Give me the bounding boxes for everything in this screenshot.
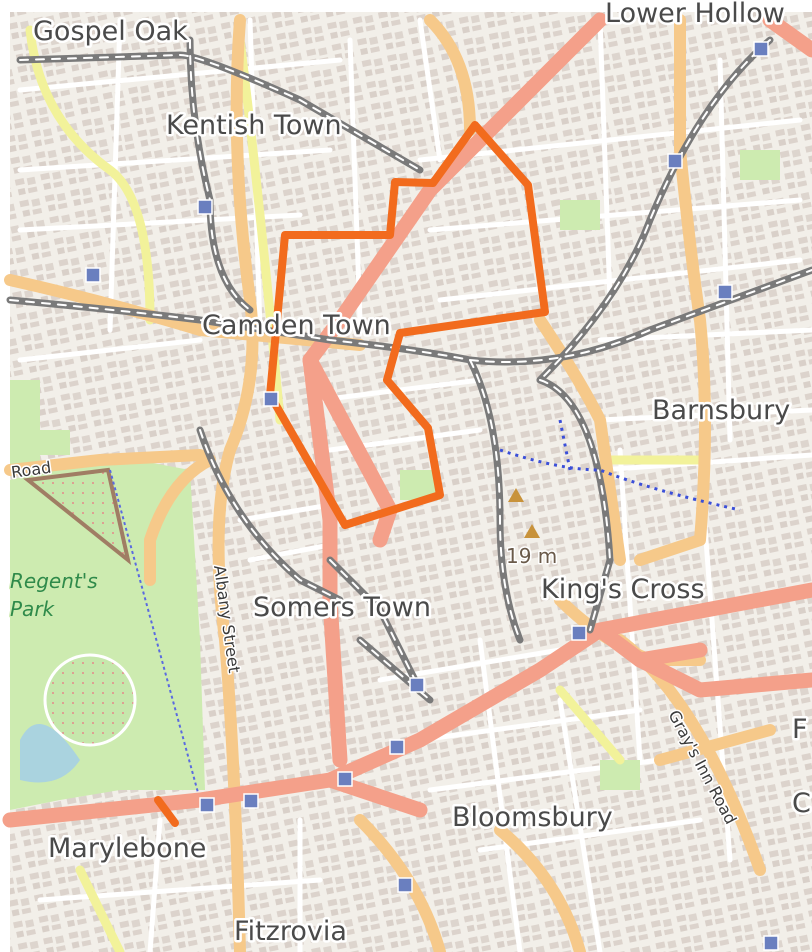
- station-icon[interactable]: [197, 199, 213, 215]
- place-label-kings-cross: King's Cross: [541, 574, 705, 605]
- station-icon[interactable]: [397, 877, 413, 893]
- place-label-lower-holloway: Lower Hollow: [605, 0, 785, 29]
- station-icon[interactable]: [243, 793, 259, 809]
- park-label-line-2: Park: [10, 597, 56, 621]
- place-label-edge-c: C: [792, 788, 811, 819]
- highlighted-route: [266, 121, 549, 529]
- stations: [85, 41, 779, 951]
- place-label-edge-f: F: [792, 714, 808, 745]
- station-icon[interactable]: [753, 41, 769, 57]
- station-icon[interactable]: [763, 935, 779, 951]
- station-icon[interactable]: [85, 267, 101, 283]
- frame-left: [0, 0, 10, 952]
- viewpoint-icon: [508, 488, 524, 502]
- park-label-regents-park: Regent's Park: [10, 569, 104, 621]
- park-label-line-1: Regent's: [10, 569, 98, 593]
- station-icon[interactable]: [409, 677, 425, 693]
- station-icon[interactable]: [263, 391, 279, 407]
- canal-path-2: [558, 419, 572, 471]
- park-triangle: [23, 467, 132, 566]
- station-icon[interactable]: [571, 625, 587, 641]
- place-label-bloomsbury: Bloomsbury: [452, 802, 613, 833]
- place-label-gospel-oak: Gospel Oak: [33, 16, 188, 47]
- elevation-label: 19 m: [506, 544, 557, 568]
- station-icon[interactable]: [337, 771, 353, 787]
- place-label-barnsbury: Barnsbury: [652, 395, 790, 426]
- route-fragment: [154, 796, 179, 827]
- frame-top: [0, 0, 812, 12]
- secondary-roads: [4, 14, 776, 952]
- station-icon[interactable]: [717, 284, 733, 300]
- place-label-somers-town: Somers Town: [253, 592, 431, 623]
- park-lake: [20, 724, 80, 783]
- place-label-fitzrovia: Fitzrovia: [234, 916, 347, 947]
- station-icon[interactable]: [199, 797, 215, 813]
- inner-circle-garden: [43, 653, 137, 747]
- station-icon[interactable]: [389, 739, 405, 755]
- green-patches: [40, 150, 780, 790]
- railways: [6, 36, 812, 704]
- place-label-camden-town: Camden Town: [202, 310, 391, 341]
- place-label-marylebone: Marylebone: [48, 833, 206, 864]
- park-left-green: [10, 380, 40, 470]
- viewpoint-markers: [508, 488, 540, 538]
- station-icon[interactable]: [667, 153, 683, 169]
- viewpoint-icon: [524, 524, 540, 538]
- place-label-kentish-town: Kentish Town: [166, 110, 342, 141]
